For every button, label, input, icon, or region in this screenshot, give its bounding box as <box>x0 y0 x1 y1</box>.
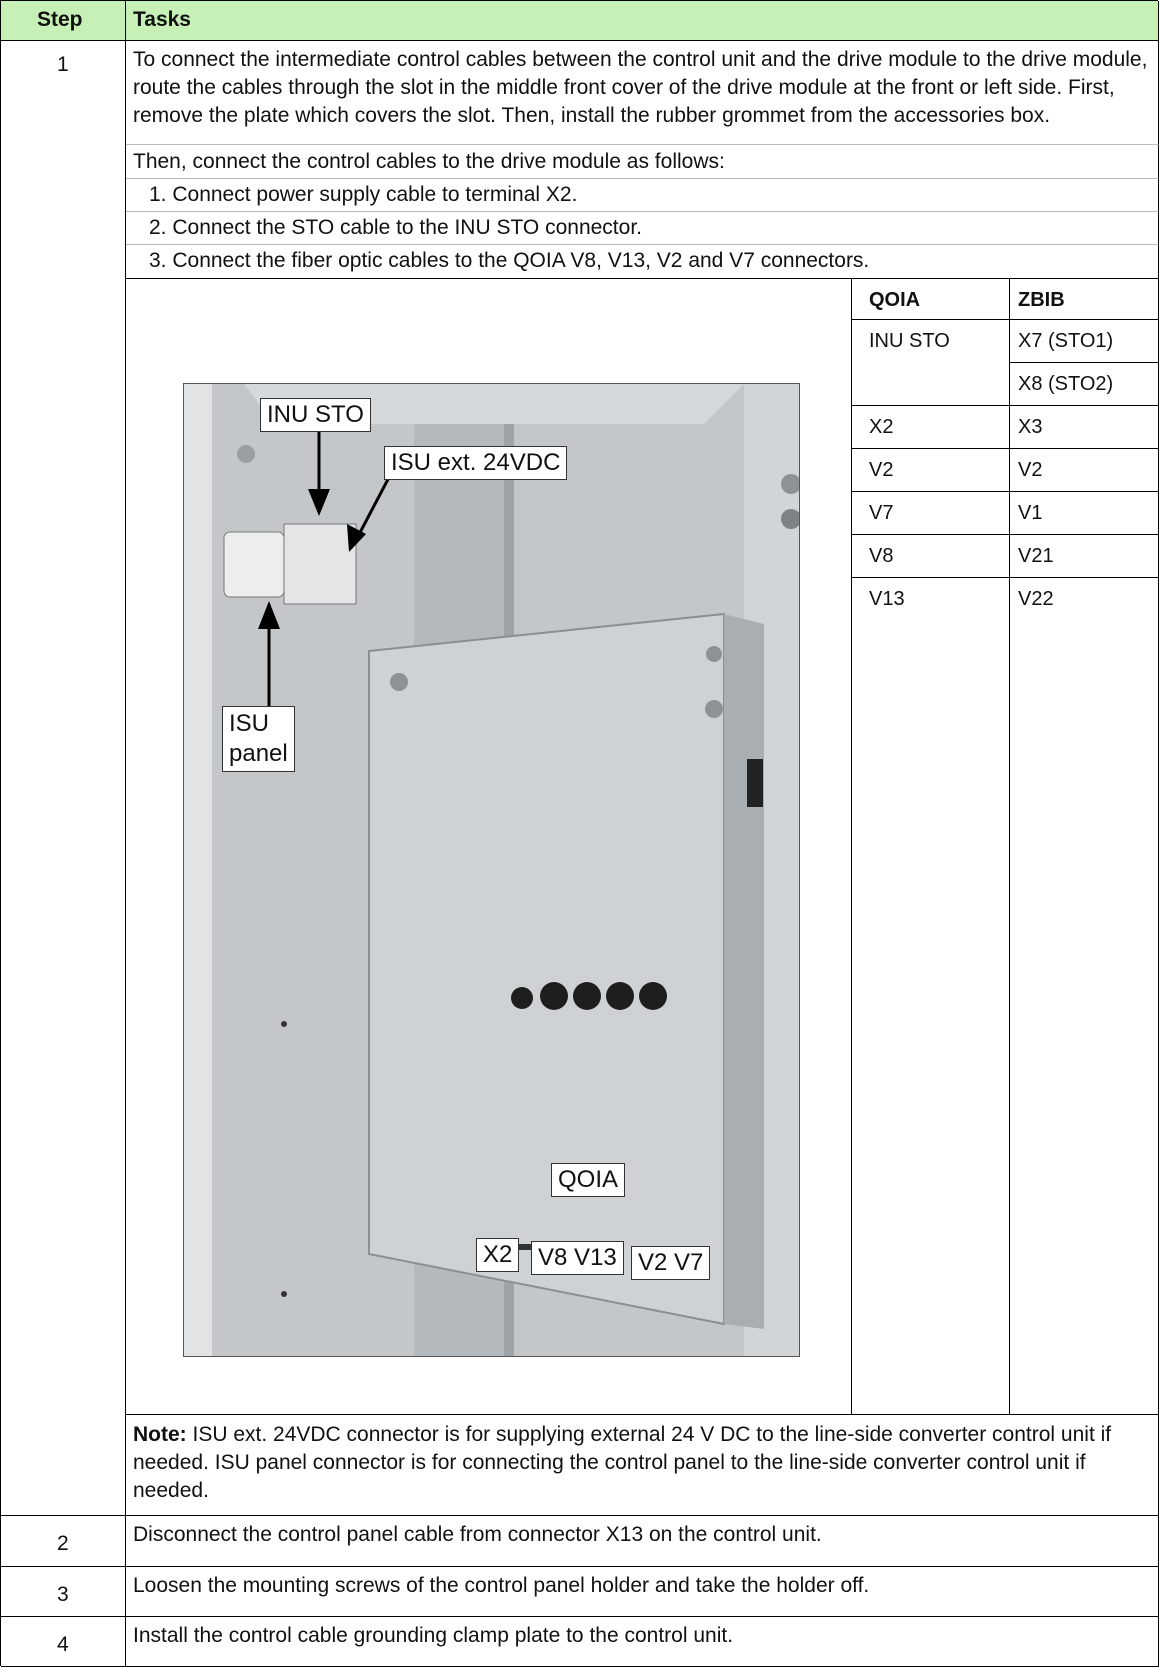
mapping-cell-qoia: V7 <box>852 492 1010 535</box>
mapping-cell-qoia: V2 <box>852 449 1010 492</box>
arrow-isu-panel <box>258 601 280 714</box>
mapping-value: X3 <box>1018 416 1043 438</box>
arrow-inu-sto <box>308 429 330 516</box>
mapping-value: X7 (STO1) <box>1018 330 1114 352</box>
mapping-value: INU STO <box>869 330 950 352</box>
step-1-then-cell: Then, connect the control cables to the … <box>126 145 1159 179</box>
mapping-value: V8 <box>869 545 894 567</box>
label-v2-v7: V2 V7 <box>631 1246 711 1280</box>
step-1-list-item: 2. Connect the STO cable to the INU STO … <box>149 216 642 239</box>
step-1-note-cell: Note: ISU ext. 24VDC connector is for su… <box>126 1415 1159 1516</box>
mapping-value: V22 <box>1018 588 1054 610</box>
mapping-cell-zbib: V21 <box>1010 535 1159 578</box>
label-inu-sto: INU STO <box>260 398 371 432</box>
mapping-cell-qoia: V13 <box>852 578 1010 1415</box>
mapping-value: X8 (STO2) <box>1018 373 1114 395</box>
step-4-text-cell: Install the control cable grounding clam… <box>126 1617 1159 1667</box>
label-isu-panel-line1: ISU <box>229 710 270 737</box>
label-isu-panel: ISU panel <box>222 706 295 772</box>
step-1-list-item: 3. Connect the fiber optic cables to the… <box>149 249 870 272</box>
mapping-value: V2 <box>1018 459 1043 481</box>
header-tasks: Tasks <box>133 8 191 31</box>
step-1-note: Note: ISU ext. 24VDC connector is for su… <box>133 1421 1148 1505</box>
mapping-cell-zbib: V22 <box>1010 578 1159 1415</box>
step-4-number: 4 <box>57 1633 69 1656</box>
step-2-text: Disconnect the control panel cable from … <box>133 1523 822 1546</box>
mapping-cell-qoia: X2 <box>852 406 1010 449</box>
mapping-value: V1 <box>1018 502 1043 524</box>
step-1-intro-cell: To connect the intermediate control cabl… <box>126 41 1159 145</box>
mapping-cell-zbib: V1 <box>1010 492 1159 535</box>
mapping-cell-qoia: INU STO <box>852 320 1010 406</box>
mapping-cell-zbib: X3 <box>1010 406 1159 449</box>
mapping-cell-qoia: V8 <box>852 535 1010 578</box>
mapping-col1-title: QOIA <box>869 289 921 311</box>
step-3-number: 3 <box>57 1583 69 1606</box>
mapping-value: X2 <box>869 416 894 438</box>
step-2-number: 2 <box>57 1532 69 1555</box>
note-label: Note: <box>133 1423 187 1446</box>
mapping-col2-title: ZBIB <box>1018 289 1065 311</box>
header-step-cell: Step <box>1 1 126 41</box>
mapping-value: V7 <box>869 502 894 524</box>
mapping-col1-header: QOIA <box>852 279 1010 320</box>
step-3-text: Loosen the mounting screws of the contro… <box>133 1574 870 1597</box>
mapping-value: V2 <box>869 459 894 481</box>
step-1-list-item-2-cell: 2. Connect the STO cable to the INU STO … <box>126 212 1159 245</box>
step-1-list-item-1-cell: 1. Connect power supply cable to termina… <box>126 179 1159 212</box>
label-isu-panel-line2: panel <box>229 740 288 767</box>
step-3-number-cell: 3 <box>1 1567 126 1617</box>
step-3-text-cell: Loosen the mounting screws of the contro… <box>126 1567 1159 1617</box>
mapping-cell-zbib: X8 (STO2) <box>1010 363 1159 406</box>
label-qoia: QOIA <box>551 1163 626 1197</box>
drive-module-photo: INU STO ISU ext. 24VDC ISU panel QOIA X2… <box>183 383 800 1357</box>
label-v8-v13: V8 V13 <box>531 1241 624 1275</box>
label-isu-ext-24vdc: ISU ext. 24VDC <box>384 446 568 480</box>
mapping-value: V21 <box>1018 545 1054 567</box>
step-1-list-item: 1. Connect power supply cable to termina… <box>149 183 578 206</box>
mapping-cell-zbib: X7 (STO1) <box>1010 320 1159 363</box>
step-1-intro: To connect the intermediate control cabl… <box>133 48 1148 127</box>
label-x2: X2 <box>476 1238 520 1272</box>
header-tasks-cell: Tasks <box>126 1 1159 41</box>
note-text: ISU ext. 24VDC connector is for supplyin… <box>133 1423 1112 1502</box>
mapping-cell-zbib: V2 <box>1010 449 1159 492</box>
step-4-number-cell: 4 <box>1 1617 126 1667</box>
drive-module-illustration <box>184 384 799 1356</box>
step-2-number-cell: 2 <box>1 1516 126 1567</box>
step-4-text: Install the control cable grounding clam… <box>133 1624 734 1647</box>
mapping-col2-header: ZBIB <box>1010 279 1159 320</box>
step-1-then: Then, connect the control cables to the … <box>133 150 725 173</box>
photo-cell <box>126 279 852 1415</box>
header-step: Step <box>37 8 83 31</box>
mapping-value: V13 <box>869 588 905 610</box>
step-2-text-cell: Disconnect the control panel cable from … <box>126 1516 1159 1567</box>
step-1-number-cell: 1 <box>1 41 126 1516</box>
step-1-number: 1 <box>57 53 69 76</box>
step-1-list-item-3-cell: 3. Connect the fiber optic cables to the… <box>126 245 1159 279</box>
